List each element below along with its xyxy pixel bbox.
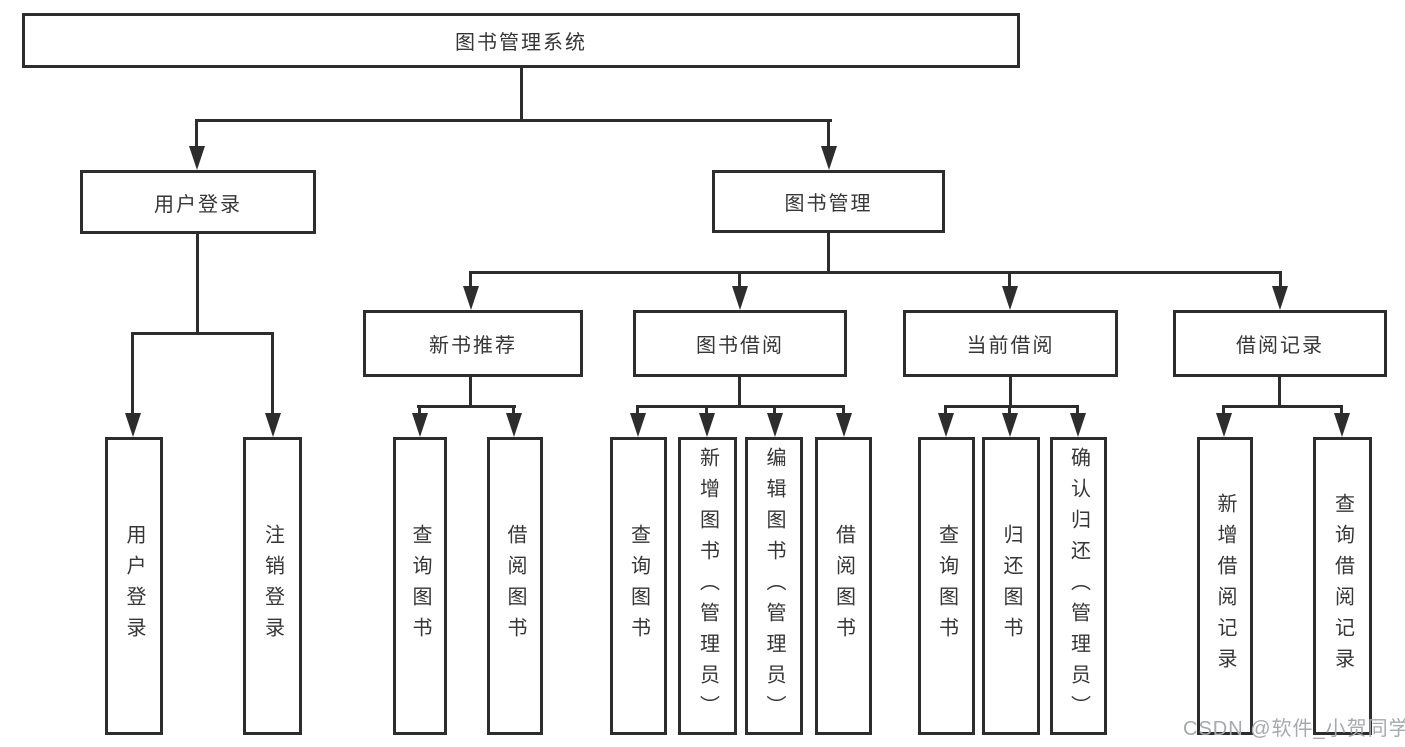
- connector-book-mgmt-drop: [827, 119, 830, 149]
- node-label: 查询借阅记录: [1331, 493, 1354, 679]
- connector-book-mgmt-stem: [827, 233, 830, 274]
- connector-records-arm2: [1340, 405, 1343, 417]
- arrowhead-down-icon: [1272, 286, 1288, 310]
- connector-user-login-drop: [195, 119, 198, 149]
- arrowhead-down-icon: [463, 286, 479, 310]
- node-label: 查询图书: [935, 524, 958, 648]
- connector-user-login-stem: [196, 233, 199, 335]
- node-label: 新书推荐: [429, 335, 517, 357]
- arrowhead-down-icon: [1334, 413, 1350, 437]
- node-label: 注销登录: [261, 524, 284, 648]
- node-query-borrow-record: 查询借阅记录: [1313, 437, 1372, 735]
- arrowhead-down-icon: [630, 413, 646, 437]
- connector-book-mgmt-arm2: [738, 271, 741, 288]
- node-borrow-books: 借阅图书: [815, 437, 872, 735]
- connector-root-stem: [520, 68, 523, 121]
- connector-current-arm3: [1076, 405, 1079, 417]
- arrowhead-down-icon: [699, 413, 715, 437]
- connector-records-stem: [1278, 377, 1281, 408]
- node-user-login-leaf: 用户登录: [105, 437, 163, 735]
- arrowhead-down-icon: [189, 146, 205, 170]
- connector-book-mgmt-arm1: [469, 271, 472, 288]
- node-label: 当前借阅: [966, 335, 1055, 357]
- arrowhead-down-icon: [1002, 286, 1018, 310]
- node-query-books-recommend: 查询图书: [393, 437, 447, 735]
- arrowhead-down-icon: [506, 413, 522, 437]
- node-label: 确认归还（管理员）: [1067, 446, 1090, 726]
- node-label: 图书管理系统: [455, 32, 587, 54]
- connector-user-login-horizontal: [131, 332, 274, 335]
- connector-root-horizontal: [195, 119, 832, 122]
- connector-records-horizontal: [1222, 405, 1343, 408]
- connector-borrowing-horizontal: [636, 405, 845, 408]
- connector-user-login-arm2: [271, 332, 274, 414]
- arrowhead-down-icon: [125, 413, 141, 437]
- node-book-management: 图书管理: [712, 170, 945, 233]
- connector-borrowing-arm1: [636, 405, 639, 417]
- arrowhead-down-icon: [938, 413, 954, 437]
- connector-book-mgmt-arm3: [1008, 271, 1011, 288]
- connector-book-mgmt-arm4: [1279, 271, 1282, 288]
- arrowhead-down-icon: [1216, 413, 1232, 437]
- arrowhead-down-icon: [732, 286, 748, 310]
- node-label: 用户登录: [123, 524, 145, 648]
- node-label: 图书管理: [784, 193, 873, 215]
- node-label: 编辑图书（管理员）: [763, 446, 785, 726]
- node-label: 借阅图书: [832, 524, 855, 648]
- watermark: CSDN @软件_小贺同学: [1183, 718, 1405, 740]
- node-label: 归还图书: [1000, 524, 1022, 648]
- connector-user-login-arm1: [131, 332, 134, 414]
- connector-borrowing-arm2: [705, 405, 708, 417]
- connector-borrowing-stem: [738, 377, 741, 408]
- connector-borrowing-arm3: [773, 405, 776, 417]
- node-library-management-system: 图书管理系统: [22, 13, 1020, 68]
- node-label: 查询图书: [409, 524, 431, 648]
- arrowhead-down-icon: [265, 413, 281, 437]
- node-query-books-current: 查询图书: [918, 437, 975, 735]
- node-add-borrow-record: 新增借阅记录: [1197, 437, 1253, 735]
- node-query-books-borrowing: 查询图书: [610, 437, 667, 735]
- node-borrowing-records: 借阅记录: [1173, 310, 1387, 377]
- connector-current-stem: [1009, 377, 1012, 408]
- connector-new-book-arm2: [512, 405, 515, 417]
- node-return-books: 归还图书: [982, 437, 1040, 735]
- node-label: 新增借阅记录: [1214, 493, 1236, 679]
- connector-current-horizontal: [944, 405, 1079, 408]
- node-label: 新增图书（管理员）: [696, 446, 719, 726]
- node-new-book-recommend: 新书推荐: [363, 310, 583, 377]
- connector-borrowing-arm4: [842, 405, 845, 417]
- connector-records-arm1: [1222, 405, 1225, 417]
- node-user-login: 用户登录: [80, 170, 316, 234]
- node-logout: 注销登录: [243, 437, 302, 735]
- arrowhead-down-icon: [821, 146, 837, 170]
- node-borrow-books-recommend: 借阅图书: [487, 437, 543, 735]
- connector-new-book-horizontal: [417, 405, 516, 408]
- node-label: 借阅记录: [1236, 335, 1324, 357]
- node-edit-books-admin: 编辑图书（管理员）: [745, 437, 803, 735]
- arrowhead-down-icon: [412, 413, 428, 437]
- connector-new-book-stem: [469, 377, 472, 408]
- node-label: 用户登录: [154, 193, 242, 216]
- node-book-borrowing: 图书借阅: [633, 310, 847, 377]
- arrowhead-down-icon: [767, 413, 783, 437]
- node-confirm-return-admin: 确认归还（管理员）: [1050, 437, 1107, 735]
- connector-current-arm2: [1008, 405, 1011, 417]
- node-label: 图书借阅: [696, 335, 784, 357]
- connector-new-book-arm1: [418, 405, 421, 417]
- connector-book-mgmt-horizontal: [469, 271, 1282, 274]
- node-label: 查询图书: [627, 524, 650, 648]
- node-label: 借阅图书: [504, 524, 526, 648]
- connector-current-arm1: [944, 405, 947, 417]
- arrowhead-down-icon: [836, 413, 852, 437]
- node-current-borrowing: 当前借阅: [903, 310, 1118, 377]
- arrowhead-down-icon: [1002, 413, 1018, 437]
- arrowhead-down-icon: [1070, 413, 1086, 437]
- node-add-books-admin: 新增图书（管理员）: [678, 437, 737, 735]
